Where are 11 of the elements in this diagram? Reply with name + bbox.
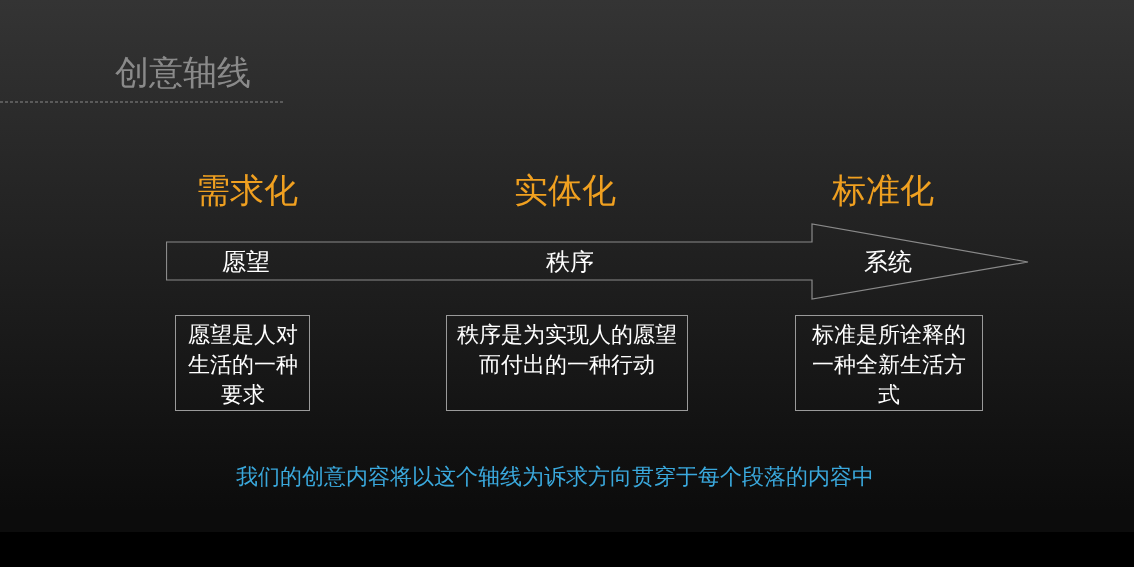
slide-title: 创意轴线 xyxy=(115,51,251,94)
stage-label: 系统 xyxy=(863,247,913,278)
stage-label: 愿望 xyxy=(221,247,271,278)
stage-heading: 需求化 xyxy=(195,169,299,212)
description-box: 标准是所诠释的一种全新生活方式 xyxy=(795,315,983,411)
description-box: 愿望是人对生活的一种要求 xyxy=(175,315,310,411)
stage-heading: 标准化 xyxy=(831,169,935,212)
stage-heading: 实体化 xyxy=(513,169,617,212)
stage-label: 秩序 xyxy=(545,247,595,278)
caption-text: 我们的创意内容将以这个轴线为诉求方向贯穿于每个段落的内容中 xyxy=(235,463,875,491)
description-box: 秩序是为实现人的愿望而付出的一种行动 xyxy=(446,315,688,411)
